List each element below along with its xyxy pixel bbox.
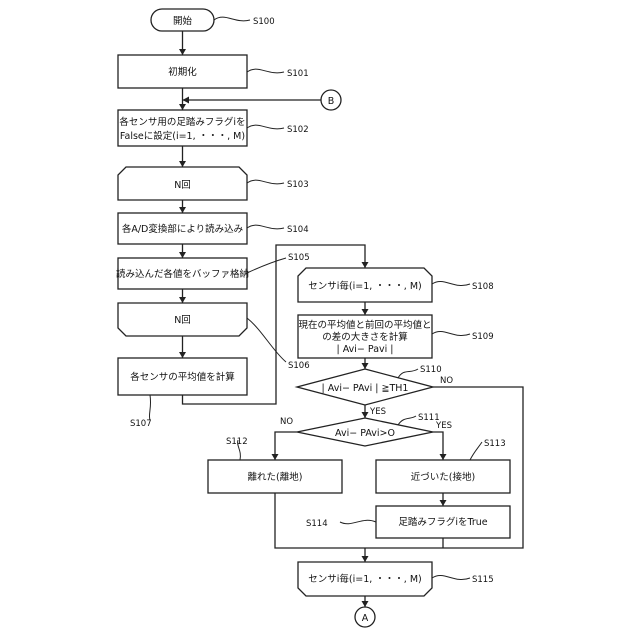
near-text: 近づいた(接地) — [411, 471, 475, 483]
loop-sensor-end-text: センサi毎(i=1, ・・・, M) — [308, 573, 421, 585]
label-s100: S100 — [253, 17, 275, 27]
label-s102: S102 — [287, 125, 309, 135]
label-s109: S109 — [472, 332, 494, 342]
label-s114: S114 — [306, 519, 328, 529]
calc-diff-line3: | Avi− Pavi | — [336, 344, 393, 355]
label-s103: S103 — [287, 180, 309, 190]
label-s108: S108 — [472, 282, 494, 292]
calc-diff-line1: 現在の平均値と前回の平均値と — [298, 319, 431, 331]
decision1-yes: YES — [369, 407, 386, 417]
decision-direction-text: Avi− PAvi>O — [335, 428, 395, 439]
set-flags-line2: Falseに設定(i=1, ・・・, M) — [120, 130, 245, 142]
decision2-no: NO — [280, 417, 293, 427]
calc-average-text: 各センサの平均値を計算 — [130, 371, 235, 383]
label-s113: S113 — [484, 439, 506, 449]
store-buffer-text: 読み込んだ各値をバッファ格納 — [116, 268, 249, 280]
label-s106: S106 — [288, 361, 310, 371]
label-s104: S104 — [287, 225, 309, 235]
label-s112: S112 — [226, 437, 248, 447]
label-s115: S115 — [472, 575, 494, 585]
label-s110: S110 — [420, 365, 442, 375]
connector-b-text: B — [328, 96, 335, 107]
set-flags-line1: 各センサ用の足踏みフラグiを — [119, 116, 245, 128]
label-s101: S101 — [287, 69, 309, 79]
connector-a-text: A — [362, 613, 369, 624]
read-ad-text: 各A/D変換部により読み込み — [122, 223, 243, 235]
flag-true-text: 足踏みフラグiをTrue — [398, 516, 487, 528]
loop-n-end-text: N回 — [174, 315, 191, 326]
calc-diff-line2: の差の大きさを計算 — [322, 331, 408, 343]
away-text: 離れた(離地) — [248, 471, 303, 483]
decision2-yes: YES — [435, 421, 452, 431]
start-text: 開始 — [173, 15, 193, 27]
loop-sensor-start-text: センサi毎(i=1, ・・・, M) — [308, 280, 421, 292]
loop-n-start-text: N回 — [174, 180, 191, 191]
label-s107: S107 — [130, 419, 152, 429]
label-s105: S105 — [288, 253, 310, 263]
init-text: 初期化 — [168, 66, 197, 78]
decision-threshold-text: | Avi− PAvi | ≧TH1 — [322, 383, 409, 394]
decision1-no: NO — [440, 376, 453, 386]
